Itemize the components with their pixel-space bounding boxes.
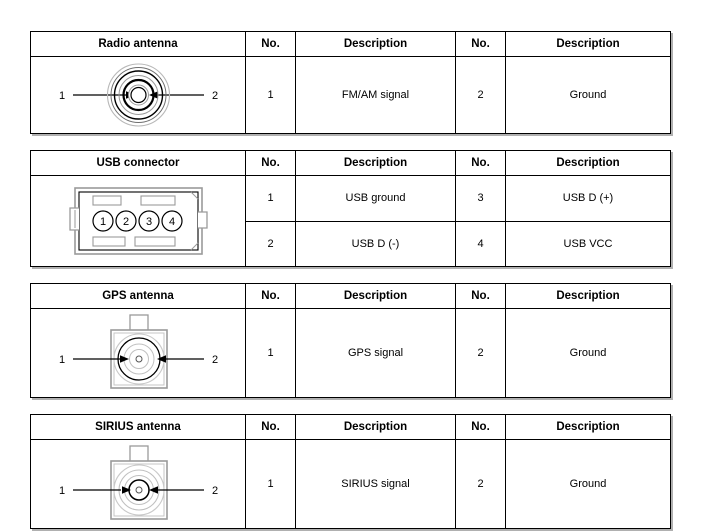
cell-no-2: 2 [455, 308, 506, 398]
table-row: 1 2 3 4 1 USB ground 3 USB D (+) [30, 175, 671, 267]
cell-no-1: 1 [245, 308, 296, 398]
header-component-name: GPS antenna [30, 283, 246, 309]
usb-pin-label-2: 2 [123, 216, 129, 228]
gps-antenna-connector-svg: 1 2 [59, 314, 218, 389]
header-component-name: SIRIUS antenna [30, 414, 246, 440]
usb-connector-diagram: 1 2 3 4 [31, 176, 246, 266]
usb-connector-svg: 1 2 3 4 [69, 187, 208, 255]
callout-label-1: 1 [59, 485, 65, 497]
header-description-2: Description [505, 414, 671, 440]
figure-cell-usb-connector: 1 2 3 4 [30, 175, 246, 267]
header-description-2: Description [505, 150, 671, 176]
header-no-2: No. [455, 414, 506, 440]
coaxial-connector-diagram: 1 2 [31, 57, 246, 133]
figure-cell-sirius-antenna: 1 2 [30, 439, 246, 529]
table-row: 1 2 1 SIRIUS signal 2 Ground [30, 439, 671, 529]
header-description-1: Description [295, 283, 456, 309]
cell-description-2: Ground [505, 439, 671, 529]
sirius-antenna-connector-diagram: 1 2 [31, 440, 246, 528]
figure-cell-radio-antenna: 1 2 [30, 56, 246, 134]
cell-description-2: USB D (+) [505, 175, 671, 222]
cell-no-2: 2 [455, 56, 506, 134]
header-no-1: No. [245, 31, 296, 57]
header-no-2: No. [455, 31, 506, 57]
header-description-1: Description [295, 31, 456, 57]
cell-no-1: 1 [245, 439, 296, 529]
table-row: 2 USB D (-) 4 USB VCC [31, 220, 671, 267]
table-row: 1 2 1 FM/AM signal 2 Ground [30, 56, 671, 134]
header-no-2: No. [455, 150, 506, 176]
header-no-1: No. [245, 150, 296, 176]
callout-label-2: 2 [212, 90, 218, 102]
sirius-antenna-connector-svg: 1 2 [59, 445, 218, 520]
table-radio-antenna: Radio antenna No. Description No. Descri… [30, 31, 671, 134]
usb-pin-label-1: 1 [100, 216, 106, 228]
cell-description-1: USB D (-) [295, 220, 456, 267]
cell-no-2: 3 [455, 175, 506, 222]
header-component-name: Radio antenna [30, 31, 246, 57]
gps-antenna-connector-diagram: 1 2 [31, 309, 246, 397]
cell-no-1: 1 [245, 56, 296, 134]
header-description-2: Description [505, 31, 671, 57]
cell-no-2: 2 [455, 439, 506, 529]
table-header-row: SIRIUS antenna No. Description No. Descr… [30, 414, 671, 440]
header-description-2: Description [505, 283, 671, 309]
header-description-1: Description [295, 150, 456, 176]
table-gps-antenna: GPS antenna No. Description No. Descript… [30, 283, 671, 398]
callout-label-1: 1 [59, 90, 65, 102]
cell-no-1: 2 [245, 220, 296, 267]
header-no-1: No. [245, 283, 296, 309]
header-no-2: No. [455, 283, 506, 309]
header-description-1: Description [295, 414, 456, 440]
callout-label-2: 2 [212, 485, 218, 497]
header-no-1: No. [245, 414, 296, 440]
table-header-row: Radio antenna No. Description No. Descri… [30, 31, 671, 57]
header-component-name: USB connector [30, 150, 246, 176]
table-sirius-antenna: SIRIUS antenna No. Description No. Descr… [30, 414, 671, 529]
usb-pin-label-4: 4 [169, 216, 175, 228]
table-header-row: USB connector No. Description No. Descri… [30, 150, 671, 176]
coaxial-connector-svg: 1 2 [59, 63, 218, 127]
table-row: 1 2 1 GPS signal 2 Ground [30, 308, 671, 398]
callout-label-1: 1 [59, 354, 65, 366]
figure-cell-gps-antenna: 1 2 [30, 308, 246, 398]
cell-description-2: Ground [505, 56, 671, 134]
cell-description-1: SIRIUS signal [295, 439, 456, 529]
cell-no-2: 4 [455, 220, 506, 267]
cell-no-1: 1 [245, 175, 296, 222]
callout-label-2: 2 [212, 354, 218, 366]
cell-description-2: Ground [505, 308, 671, 398]
cell-description-1: USB ground [295, 175, 456, 222]
usb-pin-label-3: 3 [146, 216, 152, 228]
table-usb-connector: USB connector No. Description No. Descri… [30, 150, 671, 267]
cell-description-1: FM/AM signal [295, 56, 456, 134]
cell-description-2: USB VCC [505, 220, 671, 267]
cell-description-1: GPS signal [295, 308, 456, 398]
table-header-row: GPS antenna No. Description No. Descript… [30, 283, 671, 309]
